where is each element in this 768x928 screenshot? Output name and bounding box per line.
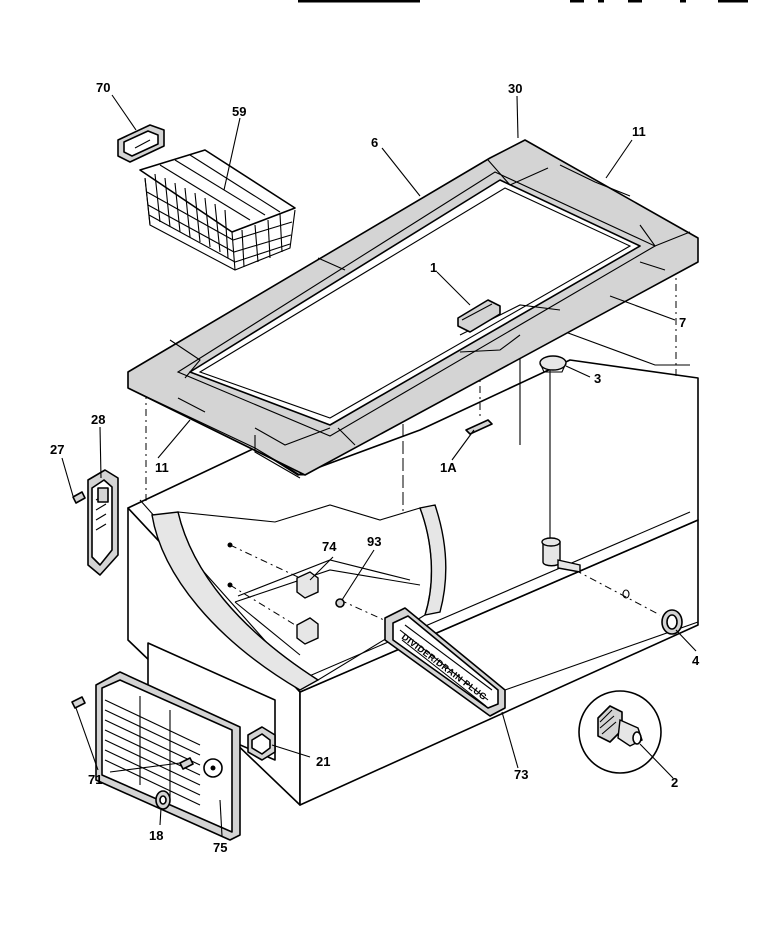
callout-18: 18 — [149, 828, 163, 843]
screw-part-27 — [72, 491, 86, 504]
drain-plug-part-4 — [661, 609, 683, 635]
callout-74: 74 — [322, 539, 337, 554]
callout-21: 21 — [316, 754, 330, 769]
relay-part-21 — [247, 726, 276, 761]
callout-6: 6 — [371, 135, 378, 150]
lid-latch-part-1 — [457, 299, 501, 333]
callout-4: 4 — [692, 653, 700, 668]
callout-70: 70 — [96, 80, 110, 95]
callout-1: 1 — [430, 260, 437, 275]
detail-inset-part-2 — [578, 690, 662, 774]
header-fragments — [298, 0, 748, 3]
callout-3: 3 — [594, 371, 601, 386]
callout-2: 2 — [671, 775, 678, 790]
hinge-part-28 — [87, 469, 119, 576]
screws-part-71 — [71, 696, 194, 770]
drain-cap-part-3 — [539, 355, 567, 540]
leader-lines — [61, 94, 697, 837]
screw-part-93 — [227, 542, 345, 608]
callout-30: 30 — [508, 81, 522, 96]
callout-93: 93 — [367, 534, 381, 549]
toe-grille-part-75 — [95, 642, 276, 841]
callout-75: 75 — [213, 840, 227, 855]
strike-part-1A — [465, 419, 493, 435]
divider-plate-part-73: DIVIDER/DRAIN PLUG — [384, 607, 506, 717]
callout-1A: 1A — [440, 460, 457, 475]
hinge-clips-part-74 — [296, 571, 319, 645]
callout-7: 7 — [679, 315, 686, 330]
callout-73: 73 — [514, 767, 528, 782]
callout-11-left: 11 — [155, 460, 169, 475]
callout-28: 28 — [91, 412, 105, 427]
basket-wires — [146, 154, 293, 268]
callout-11-top: 11 — [632, 124, 646, 139]
divider-handle-part-70 — [117, 124, 165, 163]
callout-59: 59 — [232, 104, 246, 119]
callout-27: 27 — [50, 442, 64, 457]
grommet-part-18 — [155, 790, 171, 810]
drain-tube — [541, 537, 630, 599]
lid-gasket-frame — [127, 139, 699, 479]
callout-71: 71 — [88, 772, 102, 787]
callout-labels: 70 59 30 6 11 1 7 3 28 27 11 1A 74 93 4 … — [50, 80, 700, 855]
wire-basket-part-59 — [139, 149, 296, 271]
